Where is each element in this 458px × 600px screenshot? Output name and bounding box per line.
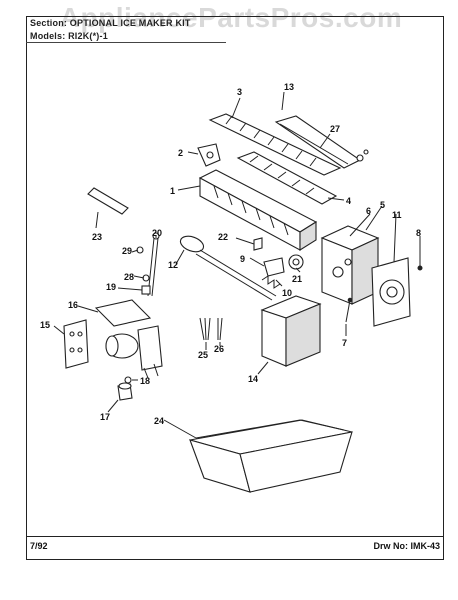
callout-21: 21 (292, 274, 302, 284)
part-15-mounting-bracket (63, 319, 89, 369)
callout-9: 9 (240, 254, 245, 264)
footer-date: 7/92 (30, 541, 48, 551)
callout-6: 6 (366, 206, 371, 216)
callout-14: 14 (248, 374, 258, 384)
callout-19: 19 (106, 282, 116, 292)
section-title: Section: OPTIONAL ICE MAKER KIT (30, 18, 191, 28)
callout-2: 2 (178, 148, 183, 158)
part-8-screw (417, 244, 423, 271)
part-3-ejector-blades (208, 113, 342, 176)
callout-12: 12 (168, 260, 178, 270)
callout-13: 13 (284, 82, 294, 92)
header-divider (26, 42, 226, 43)
part-4-cover (236, 151, 338, 205)
callout-29: 29 (122, 246, 132, 256)
part-26-screws (217, 317, 223, 341)
footer-divider (26, 536, 444, 537)
callout-8: 8 (416, 228, 421, 238)
callout-16: 16 (68, 300, 78, 310)
models-title: Models: RI2K(*)-1 (30, 31, 108, 41)
callout-labels: 3 13 27 2 1 4 5 6 11 8 7 22 9 10 21 12 2… (40, 82, 421, 426)
callout-20: 20 (152, 228, 162, 238)
callout-4: 4 (346, 196, 351, 206)
leader-lines (53, 91, 421, 439)
part-24-ice-bin (189, 419, 353, 493)
callout-23: 23 (92, 232, 102, 242)
part-19-nut (141, 285, 151, 295)
part-9-lever (263, 257, 285, 277)
part-23-fill-cup (87, 187, 129, 215)
part-11-front-plate (371, 257, 411, 327)
callout-15: 15 (40, 320, 50, 330)
drawing-number: Drw No: IMK-43 (373, 541, 440, 551)
part-16-water-valve (94, 299, 163, 379)
callout-5: 5 (380, 200, 385, 210)
callout-7: 7 (342, 338, 347, 348)
diagram-frame (26, 16, 444, 560)
part-1-ice-mold (198, 169, 318, 251)
part-7-screw (345, 297, 353, 323)
part-27-shield (274, 115, 369, 169)
callout-26: 26 (214, 344, 224, 354)
callout-1: 1 (170, 186, 175, 196)
callout-11: 11 (392, 210, 402, 220)
part-25-screws (199, 317, 211, 341)
part-18-washer (124, 376, 132, 384)
part-14-insulation (260, 295, 322, 367)
callout-18: 18 (140, 376, 150, 386)
part-12-shutoff-arm (179, 235, 277, 301)
callout-10: 10 (282, 288, 292, 298)
callout-17: 17 (100, 412, 110, 422)
part-10-spring (261, 275, 281, 289)
watermark: AppliancePartsPros.com (59, 2, 403, 33)
callout-25: 25 (198, 350, 208, 360)
part-22-clip (253, 237, 263, 251)
callout-24: 24 (154, 416, 164, 426)
callout-27: 27 (330, 124, 340, 134)
callout-28: 28 (124, 272, 134, 282)
part-17-fitting (117, 382, 133, 401)
part-2-bracket (197, 143, 221, 167)
part-21-gear (288, 254, 304, 270)
part-6-control-housing (320, 225, 380, 305)
callout-22: 22 (218, 232, 228, 242)
callout-3: 3 (237, 87, 242, 97)
